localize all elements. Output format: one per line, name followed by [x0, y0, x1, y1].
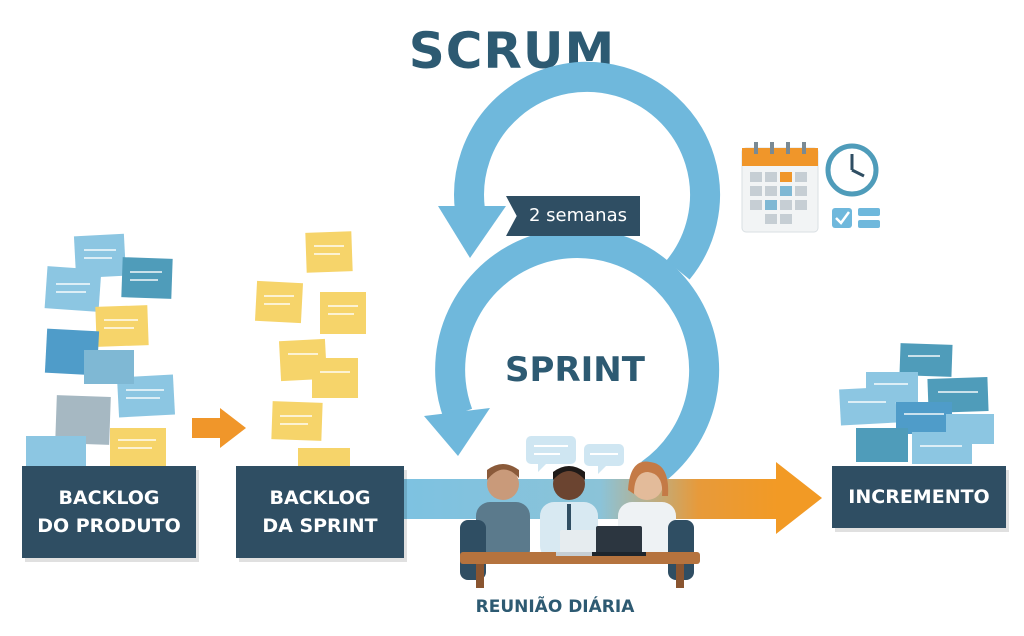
calendar-icon — [741, 142, 819, 233]
product-backlog-notes — [26, 233, 176, 466]
increment-notes — [839, 343, 994, 464]
sprint-backlog-line2: DA SPRINT — [262, 515, 378, 537]
sprint-backlog-notes — [254, 231, 366, 468]
daily-meeting-label: REUNIÃO DIÁRIA — [475, 597, 635, 617]
clock-icon — [825, 143, 879, 197]
product-backlog-line2: DO PRODUTO — [37, 515, 181, 537]
sprint-label: SPRINT — [505, 350, 645, 390]
sprint-backlog-line1: BACKLOG — [269, 487, 371, 509]
sprint-cycle-arrow — [424, 228, 720, 487]
duration-label: 2 semanas — [528, 205, 627, 226]
increment-box: INCREMENTO — [832, 466, 1006, 528]
duration-label-badge — [506, 196, 640, 236]
two-week-cycle-arrow — [438, 61, 721, 280]
checklist-icon — [832, 208, 880, 228]
chat-bubble-icon — [526, 436, 624, 474]
laptop-icon — [556, 526, 646, 556]
flow-arrow-backlog — [192, 408, 246, 448]
flow-arrow-to-increment — [385, 462, 822, 534]
product-backlog-box: BACKLOG DO PRODUTO — [22, 466, 196, 558]
product-backlog-line1: BACKLOG — [58, 487, 160, 509]
sprint-backlog-box: BACKLOG DA SPRINT — [236, 466, 404, 558]
increment-label: INCREMENTO — [848, 486, 990, 508]
daily-meeting-team — [460, 461, 700, 588]
